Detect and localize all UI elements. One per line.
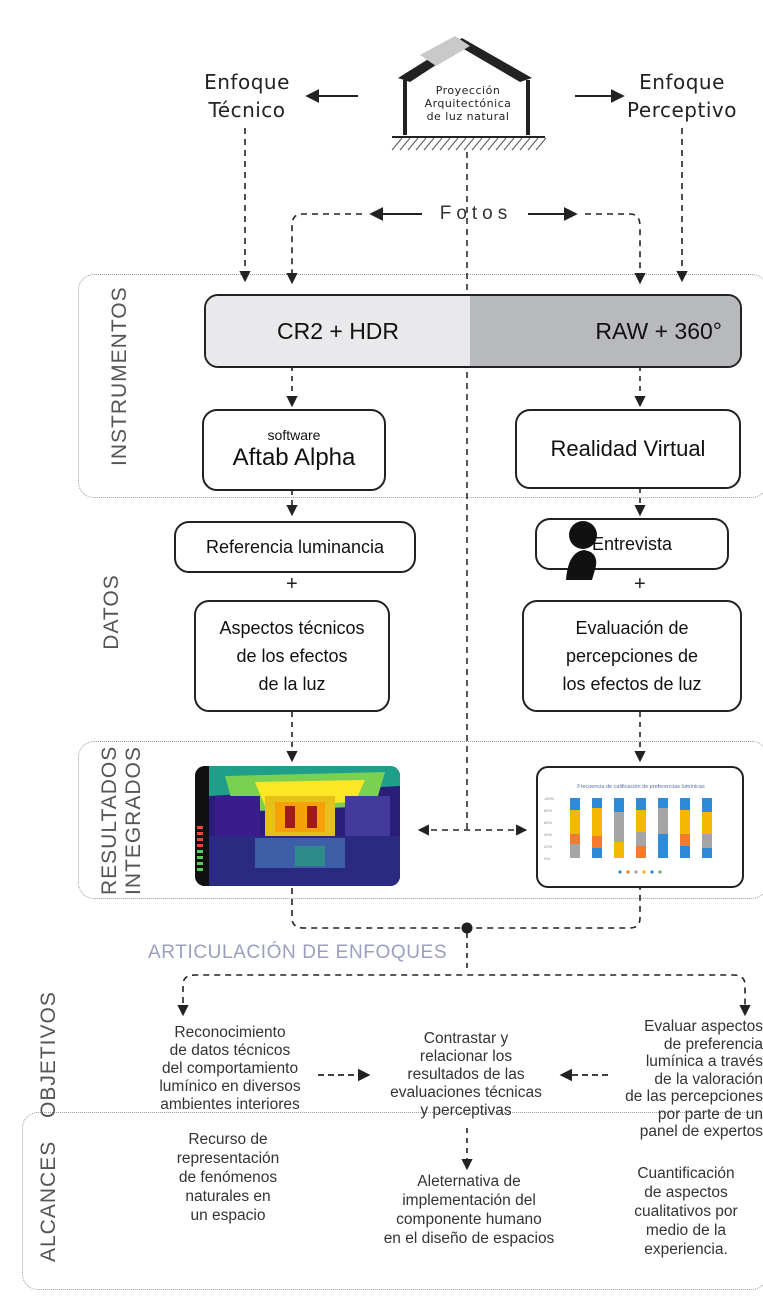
plus-left: + <box>286 573 298 595</box>
enfoque-perceptivo-label: Enfoque Perceptivo <box>627 70 737 122</box>
svg-text:100%: 100% <box>544 796 555 801</box>
chart-thumb-title: Frecuencia de calificación de preferenci… <box>577 784 705 790</box>
luminance-heatmap-image <box>195 766 400 886</box>
svg-text:80%: 80% <box>544 808 552 813</box>
house-icon <box>391 36 547 151</box>
plus-right: + <box>634 573 646 595</box>
aspectos-tecnicos-box: Aspectos técnicos de los efectos de la l… <box>194 600 390 712</box>
resultados-label: RESULTADOS INTEGRADOS <box>98 745 145 895</box>
entrevista-box: Entrevista <box>535 518 729 570</box>
resultados-section <box>78 741 763 899</box>
svg-text:20%: 20% <box>544 844 552 849</box>
enfoque-tecnico-label: Enfoque Técnico <box>204 70 290 122</box>
evaluacion-percepciones-box: Evaluación de percepciones de los efecto… <box>522 600 742 712</box>
preferences-chart-image: Frecuencia de calificación de preferenci… <box>536 766 744 888</box>
cr2-hdr-label: CR2 + HDR <box>276 317 400 344</box>
aftab-alpha-box: software Aftab Alpha <box>202 409 386 491</box>
realidad-virtual-box: Realidad Virtual <box>515 409 741 489</box>
datos-label: DATOS <box>100 574 123 650</box>
alcances-label: ALCANCES <box>37 1140 60 1262</box>
svg-text:60%: 60% <box>544 820 552 825</box>
instrumentos-section <box>78 274 763 498</box>
svg-text:0%: 0% <box>544 856 550 861</box>
fotos-label: Fotos <box>439 203 513 224</box>
alcances-section <box>22 1112 763 1290</box>
svg-text:40%: 40% <box>544 832 552 837</box>
bar-left-half: CR2 + HDR <box>206 296 470 366</box>
instruments-bar: CR2 + HDR RAW + 360° <box>204 294 742 368</box>
articulacion-title: ARTICULACIÓN DE ENFOQUES <box>148 942 460 964</box>
referencia-luminancia-box: Referencia luminancia <box>174 521 416 573</box>
instrumentos-label: INSTRUMENTOS <box>108 286 131 466</box>
house-label: Proyección Arquitectónica de luz natural <box>424 84 512 123</box>
raw-360-label: RAW + 360° <box>595 317 722 344</box>
objetivos-label: OBJETIVOS <box>37 991 60 1118</box>
bar-right-half: RAW + 360° <box>470 296 740 366</box>
